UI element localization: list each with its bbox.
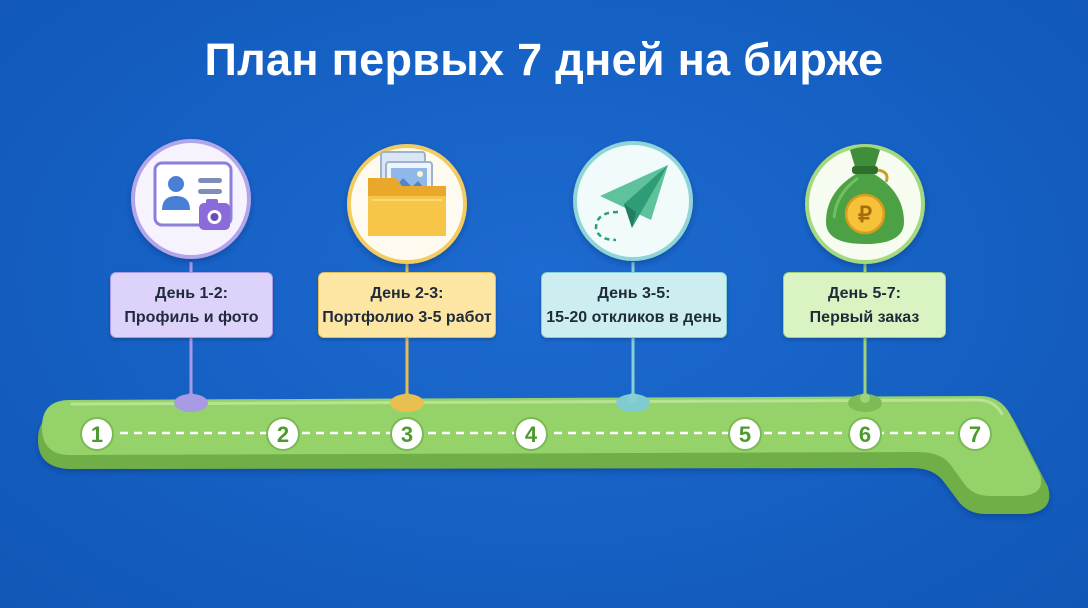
day-markers: 1 2 3 4 5 6 7	[80, 417, 992, 451]
milestone-2-description: Портфолио 3-5 работ	[322, 308, 492, 326]
milestone-1-icon-circle	[131, 139, 251, 259]
day-marker-7: 7	[958, 417, 992, 451]
milestone-2-icon-circle	[347, 144, 467, 264]
milestone-1-title: День 1-2:	[155, 284, 228, 302]
paper-plane-icon	[594, 165, 668, 242]
money-bag-ruble-icon: ₽	[826, 147, 904, 244]
svg-text:5: 5	[739, 422, 751, 447]
milestone-1-label: День 1-2: Профиль и фото	[110, 272, 273, 338]
day-marker-3: 3	[390, 417, 424, 451]
milestone-1-description: Профиль и фото	[124, 308, 259, 326]
milestone-3-title: День 3-5:	[597, 284, 671, 302]
day-marker-1: 1	[80, 417, 114, 451]
day-marker-6: 6	[848, 417, 882, 451]
folder-photos-icon	[368, 151, 446, 236]
timeline-road	[38, 396, 1050, 514]
svg-text:7: 7	[969, 422, 981, 447]
milestone-2-label: День 2-3: Портфолио 3-5 работ	[318, 272, 496, 338]
svg-text:3: 3	[401, 422, 413, 447]
milestone-4-description: Первый заказ	[809, 308, 920, 326]
milestone-3-label: День 3-5: 15-20 откликов в день	[541, 272, 727, 338]
page-title: План первых 7 дней на бирже	[204, 34, 884, 85]
day-marker-2: 2	[266, 417, 300, 451]
milestone-3-icon-circle	[573, 141, 693, 261]
milestone-4-title: День 5-7:	[828, 284, 901, 302]
milestone-3-description: 15-20 откликов в день	[546, 308, 722, 326]
milestone-4-label: День 5-7: Первый заказ	[783, 272, 946, 338]
milestone-2-title: День 2-3:	[370, 284, 444, 302]
svg-text:1: 1	[91, 422, 103, 447]
svg-text:4: 4	[525, 422, 538, 447]
svg-text:6: 6	[859, 422, 871, 447]
svg-text:₽: ₽	[858, 202, 872, 227]
day-marker-4: 4	[514, 417, 548, 451]
profile-card-camera-icon	[153, 161, 233, 230]
day-marker-5: 5	[728, 417, 762, 451]
svg-text:2: 2	[277, 422, 289, 447]
milestone-4-icon-circle: ₽	[805, 144, 925, 264]
milestone-pins	[174, 262, 882, 412]
